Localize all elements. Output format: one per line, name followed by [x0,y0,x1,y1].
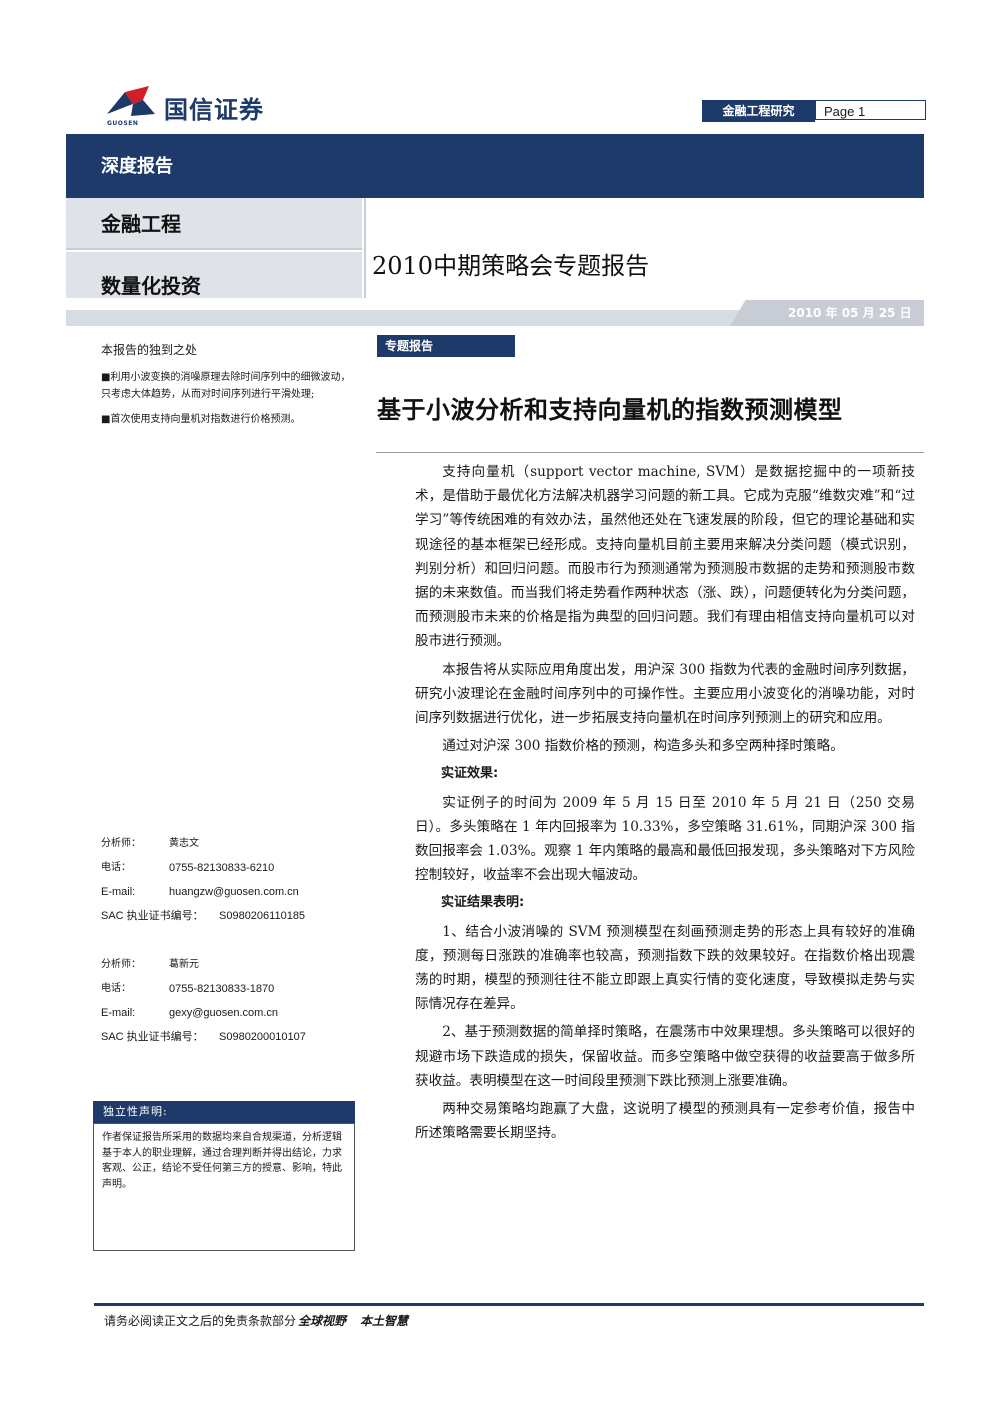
article-title: 基于小波分析和支持向量机的指数预测模型 [377,396,843,424]
report-series-title: 2010中期策略会专题报告 [372,252,650,280]
footer-rule [94,1303,924,1306]
analyst-name: 葛新元 [169,959,199,970]
logo-text: 国信证券 [164,96,264,124]
footer: 请务必阅读正文之后的免责条款部分全球视野本土智慧 [104,1312,408,1329]
page-number: Page 1 [815,100,926,120]
analyst-sac: S0980206110185 [219,910,306,922]
highlights-list: ■利用小波变换的消噪原理去除时间序列中的细微波动，只考虑大体趋势，从而对时间序列… [101,370,356,438]
category-box-1 [66,198,362,250]
logo-subtext: GUOSEN [107,120,139,127]
analyst-sac: S0980200010107 [219,1031,306,1043]
highlights-heading: 本报告的独到之处 [101,343,198,357]
category-box-2 [66,252,362,298]
date-flag [730,300,924,326]
sac-label: SAC 执业证书编号： [101,1031,204,1043]
highlight-item: ■首次使用支持向量机对指数进行价格预测。 [101,414,301,425]
subheading-conclusions: 实证结果表明: [441,895,525,911]
body-paragraph: 1、结合小波消噪的 SVM 预测模型在刻画预测走势的形态上具有较好的准确度，预测… [415,923,915,1013]
body-paragraph: 两种交易策略均跑赢了大盘，这说明了模型的预测具有一定参考价值，报告中所述策略需要… [415,1101,915,1142]
title-rule [376,452,924,453]
analyst-phone: 0755-82130833-1870 [169,983,275,995]
declaration-heading: 独立性声明: [93,1101,355,1123]
analyst-card: 分析师： 葛新元 电话： 0755-82130833-1870 E-mail: gex… [101,953,306,1049]
slogan-local: 本土智慧 [360,1314,409,1328]
body-paragraph: 实证例子的时间为 2009 年 5 月 15 日至 2010 年 5 月 21 … [415,794,915,884]
body-paragraph: 支持向量机（support vector machine, SVM）是数据挖掘中… [415,464,915,650]
date-bar [66,310,924,326]
analyst-email[interactable]: huangzw@guosen.com.cn [169,886,299,898]
analyst-email[interactable]: gexy@guosen.com.cn [169,1007,279,1019]
analyst-name-label: 分析师： [101,838,141,849]
body-paragraph: 2、基于预测数据的简单择时策略，在震荡市中效果理想。多头策略可以很好的规避市场下… [415,1024,915,1089]
category-label-2: 数量化投资 [101,274,201,298]
analyst-name-label: 分析师： [101,959,141,970]
analyst-phone: 0755-82130833-6210 [169,862,275,874]
divider [364,198,366,298]
slogan-global: 全球视野 [298,1314,347,1328]
phone-label: 电话： [101,862,131,873]
declaration-text: 作者保证报告所采用的数据均来自合规渠道，分析逻辑基于本人的职业理解，通过合理判断… [93,1123,355,1251]
analyst-card: 分析师： 黄志文 电话： 0755-82130833-6210 E-mail: hua… [101,832,305,928]
email-label: E-mail: [101,886,136,898]
category-label-1: 金融工程 [101,212,181,236]
department-tag: 金融工程研究 [702,100,815,122]
subheading-results: 实证效果: [441,766,499,782]
report-date: 2010 年 05 月 25 日 [788,306,912,320]
title-band [66,134,924,198]
section-tag: 专题报告 [377,335,515,357]
guosen-logo-icon [107,86,155,116]
analyst-name: 黄志文 [169,838,199,849]
body-paragraph: 通过对沪深 300 指数价格的预测，构造多头和多空两种择时策略。 [442,738,844,755]
disclaimer-text: 请务必阅读正文之后的免责条款部分 [104,1314,297,1328]
phone-label: 电话： [101,983,131,994]
email-label: E-mail: [101,1007,136,1019]
company-logo: 国信证券 GUOSEN [103,84,303,132]
sac-label: SAC 执业证书编号： [101,910,204,922]
highlight-item: ■利用小波变换的消噪原理去除时间序列中的细微波动，只考虑大体趋势，从而对时间序列… [101,372,351,400]
body-paragraph: 本报告将从实际应用角度出发，用沪深 300 指数为代表的金融时间序列数据，研究小… [415,661,915,727]
article-body: 支持向量机（support vector machine, SVM）是数据挖掘中… [415,460,915,1149]
report-type-title: 深度报告 [101,156,173,177]
